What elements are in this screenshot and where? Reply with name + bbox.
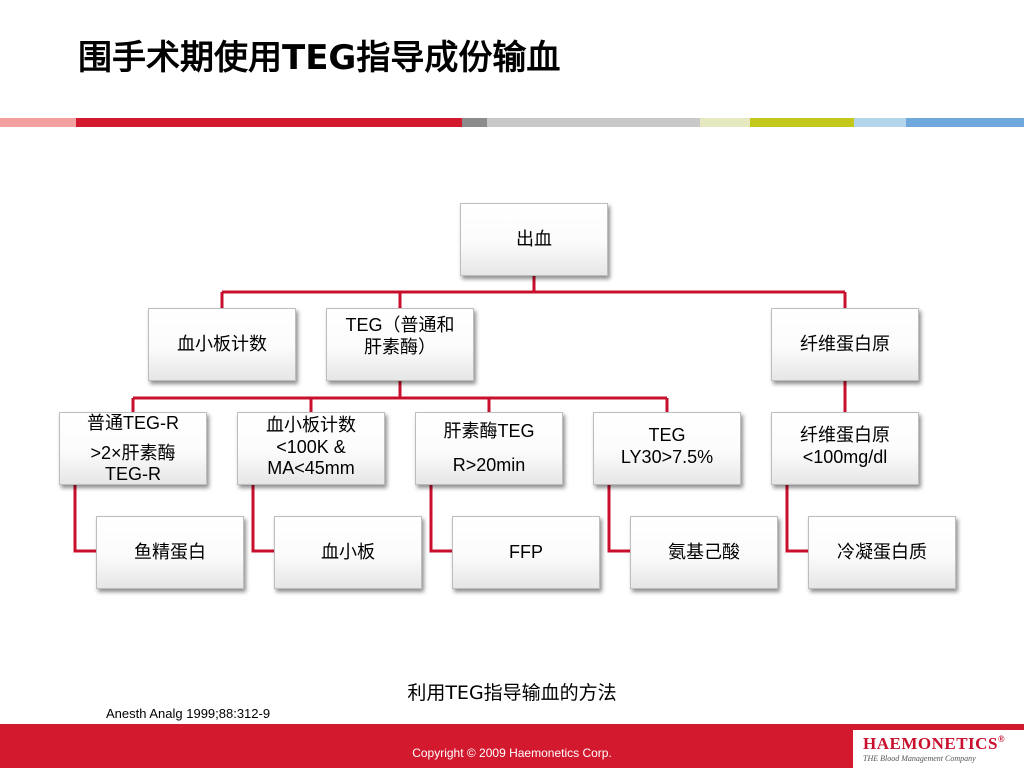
node-ffp: FFP — [452, 516, 600, 589]
node-text: R>20min — [452, 454, 526, 475]
diagram-caption: 利用TEG指导输血的方法 — [407, 682, 617, 704]
node-protamine: 鱼精蛋白 — [96, 516, 244, 589]
node-text: 普通TEG-R — [87, 413, 179, 433]
node-text: LY30>7.5% — [620, 446, 714, 467]
slide-title: 围手术期使用TEG指导成份输血 — [78, 38, 561, 78]
stripe-segment — [462, 118, 487, 127]
node-fibrinogen: 纤维蛋白原 — [771, 308, 919, 381]
connector-to-platelets — [251, 485, 274, 553]
node-ly30-criterion: TEG LY30>7.5% — [593, 412, 741, 485]
node-aminocaproic-acid: 氨基己酸 — [630, 516, 778, 589]
logo-tagline: THE Blood Management Company — [863, 754, 976, 763]
connector-to-ffp — [429, 485, 452, 553]
node-text: 冷凝蛋白质 — [837, 541, 927, 562]
node-text: 氨基己酸 — [668, 541, 740, 562]
logo-wordmark: HAEMONETICS® — [863, 734, 1005, 754]
node-platelet-criterion: 血小板计数 <100K & MA<45mm — [237, 412, 385, 485]
stripe-segment — [700, 118, 750, 127]
stripe-segment — [0, 118, 76, 127]
haemonetics-logo: HAEMONETICS® THE Blood Management Compan… — [853, 730, 1024, 768]
node-cryoprecipitate: 冷凝蛋白质 — [808, 516, 956, 589]
node-bleeding: 出血 — [460, 203, 608, 276]
stripe-segment — [76, 118, 462, 127]
node-text: 纤维蛋白原 — [800, 333, 890, 354]
node-text: TEG-R — [105, 464, 161, 485]
node-text: 肝素酶） — [364, 336, 436, 357]
stripe-segment — [750, 118, 854, 127]
node-teg-test: TEG（普通和 肝素酶） — [326, 308, 474, 381]
node-text: 血小板 — [321, 541, 375, 562]
node-text: >2×肝素酶 — [90, 442, 176, 463]
citation: Anesth Analg 1999;88:312-9 — [106, 706, 271, 721]
node-text: FFP — [509, 541, 543, 562]
node-platelets: 血小板 — [274, 516, 422, 589]
node-protamine-criterion: 普通TEG-R >2×肝素酶 TEG-R — [59, 412, 207, 485]
connector-to-protamine — [73, 485, 96, 553]
node-text: TEG — [648, 425, 686, 445]
node-text: 血小板计数 — [266, 415, 356, 435]
connector-to-aminocaproic — [607, 485, 630, 553]
copyright: Copyright © 2009 Haemonetics Corp. — [412, 746, 612, 760]
node-text: TEG（普通和 — [345, 315, 455, 335]
node-text: <100mg/dl — [802, 446, 888, 467]
logo-name-text: HAEMONETICS — [863, 734, 998, 753]
node-text: <100K & — [276, 436, 346, 457]
node-text: 血小板计数 — [177, 333, 267, 354]
stripe-segment — [854, 118, 906, 127]
node-fibrinogen-criterion: 纤维蛋白原 <100mg/dl — [771, 412, 919, 485]
connector-to-cryo — [785, 485, 808, 553]
node-text: 纤维蛋白原 — [800, 425, 890, 445]
node-text: MA<45mm — [267, 458, 355, 479]
stripe-segment — [487, 118, 700, 127]
logo-registered-mark: ® — [997, 734, 1006, 744]
stripe-segment — [906, 118, 1024, 127]
node-text: 肝素酶TEG — [443, 421, 535, 441]
node-heparinase-criterion: 肝素酶TEG R>20min — [415, 412, 563, 485]
node-text: 鱼精蛋白 — [134, 541, 206, 562]
node-text: 出血 — [516, 228, 552, 249]
node-platelet-count: 血小板计数 — [148, 308, 296, 381]
